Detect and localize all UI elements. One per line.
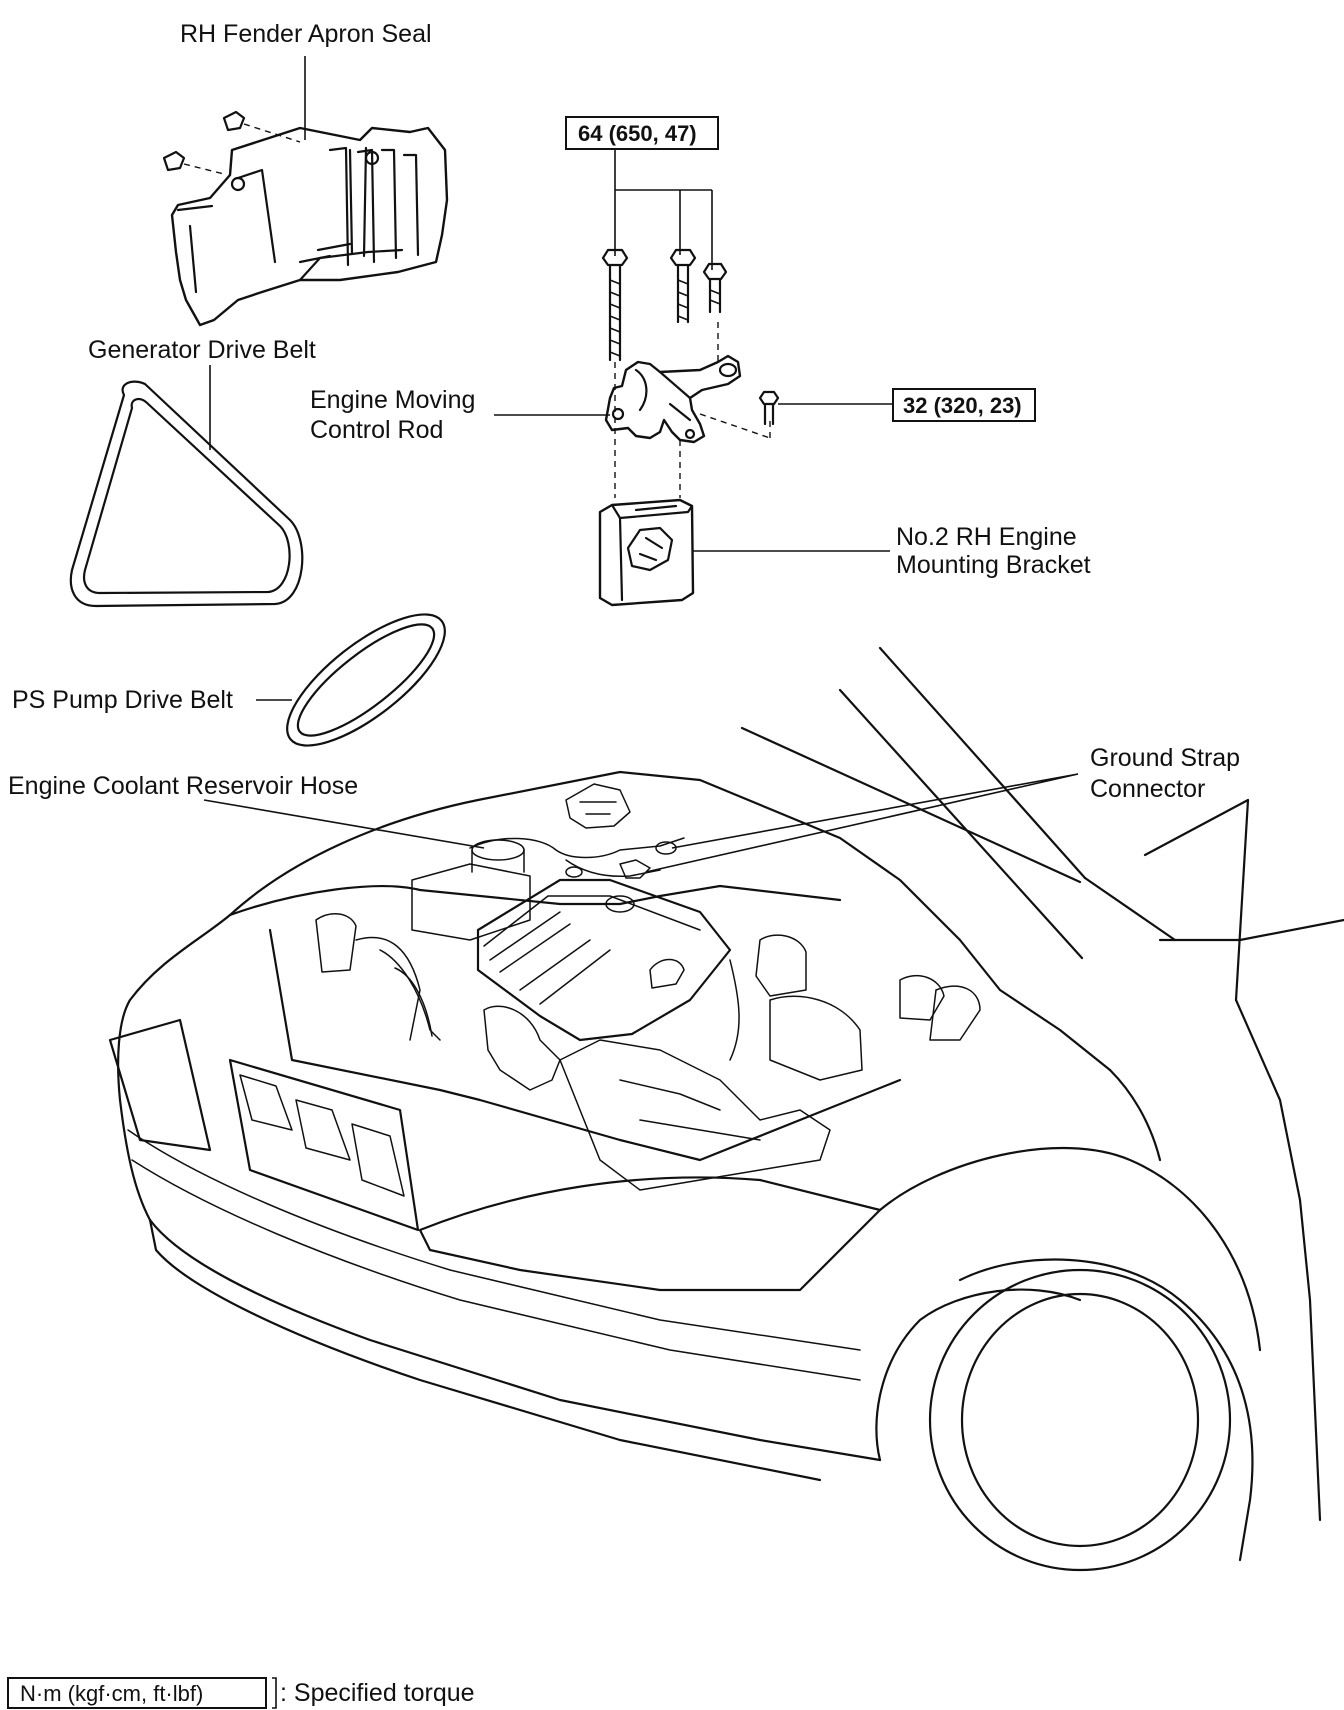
- ps-pump-drive-belt: [286, 613, 446, 747]
- bolt-middle: [669, 248, 697, 324]
- label-fender-seal: RH Fender Apron Seal: [180, 20, 432, 48]
- legend-description: : Specified torque: [280, 1679, 475, 1707]
- no2-rh-engine-mounting-bracket: [598, 498, 695, 607]
- engine-moving-control-rod: [604, 354, 742, 444]
- torque-legend: N·m (kgf·cm, ft·lbf) : Specified torque: [7, 1677, 475, 1709]
- label-control-rod-2: Control Rod: [310, 416, 443, 444]
- fender-apron-seal: [162, 110, 449, 327]
- mounting-bolts: [601, 248, 728, 362]
- generator-drive-belt: [69, 380, 304, 608]
- bolt-side: [758, 390, 780, 426]
- bolt-left: [601, 248, 629, 362]
- vehicle-front-illustration: [108, 646, 1344, 1572]
- torque-box-side: 32 (320, 23): [892, 388, 1036, 422]
- bolt-right: [702, 262, 728, 314]
- torque-side-value: 32 (320, 23): [903, 393, 1022, 418]
- legend-unit-box: N·m (kgf·cm, ft·lbf): [20, 1681, 203, 1706]
- label-mount-bracket-1: No.2 RH Engine: [896, 523, 1077, 551]
- torque-upper-value: 64 (650, 47): [578, 121, 697, 146]
- label-ground-strap-1: Ground Strap: [1090, 744, 1240, 772]
- label-ground-strap-2: Connector: [1090, 775, 1205, 803]
- torque-box-upper: 64 (650, 47): [565, 116, 719, 150]
- alignment-lines: [614, 322, 771, 498]
- label-generator-belt: Generator Drive Belt: [88, 336, 316, 364]
- leader-coolant-hose: [203, 799, 485, 849]
- label-ps-belt: PS Pump Drive Belt: [12, 686, 233, 714]
- leader-ground-strap: [645, 773, 1079, 873]
- label-control-rod-1: Engine Moving: [310, 386, 475, 414]
- leader-torque-upper: [614, 149, 713, 270]
- label-mount-bracket-2: Mounting Bracket: [896, 551, 1091, 579]
- label-coolant-hose: Engine Coolant Reservoir Hose: [8, 772, 358, 800]
